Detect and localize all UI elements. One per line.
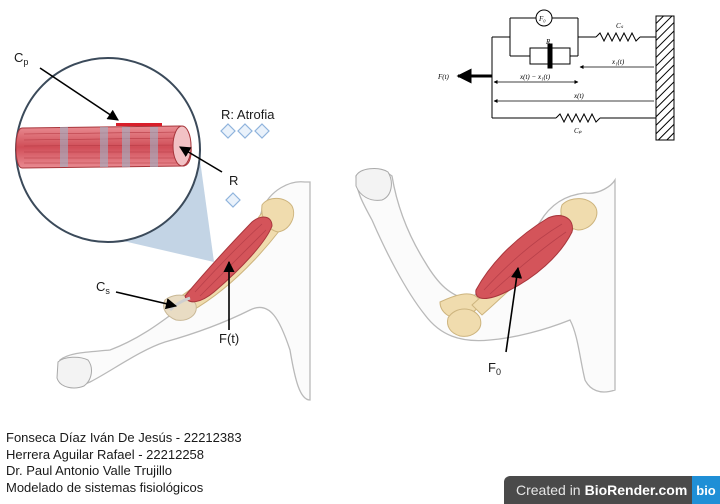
- ft-label: F(t): [219, 331, 239, 346]
- left-hand: [56, 356, 92, 389]
- right-arm: [355, 168, 616, 393]
- right-hand: [355, 168, 392, 201]
- r-label: R: [229, 173, 238, 188]
- left-arm: [56, 181, 311, 401]
- cs-spring: [595, 31, 641, 43]
- fiber-cross-section: [172, 125, 192, 167]
- right-elbow-joint: [447, 308, 482, 337]
- created-in-text: Created in: [516, 482, 581, 498]
- circuit-cs-label: Cₛ: [616, 22, 624, 30]
- circuit-x1-label: x₁(t): [611, 58, 625, 66]
- credit-line: Herrera Aguilar Rafael - 22212258: [6, 446, 205, 462]
- left-biceps: [184, 216, 273, 303]
- wall: [655, 15, 675, 141]
- circuit-cp-label: Cₚ: [574, 127, 582, 135]
- biorender-name: BioRender.com: [584, 482, 688, 498]
- biorender-badge[interactable]: Created in BioRender.com bio: [504, 476, 720, 504]
- cp-label: Cp: [14, 50, 28, 67]
- f0-arrow: [505, 266, 523, 353]
- circuit-x-label: x(t): [573, 92, 584, 100]
- perimysium-highlight: [116, 123, 162, 126]
- r-arrow: [179, 146, 223, 173]
- fiber-bands: [60, 127, 158, 167]
- cs-arrow: [115, 291, 178, 310]
- credit-line: Fonseca Díaz Iván De Jesús - 22212383: [6, 430, 242, 445]
- resistance-diamond: [225, 192, 241, 208]
- right-biceps-striation: [483, 223, 567, 295]
- f0-label: F0: [488, 360, 501, 377]
- credit-line: Modelado de sistemas fisiológicos: [6, 479, 204, 495]
- credit-line: Dr. Paul Antonio Valle Trujillo: [6, 463, 172, 478]
- mechanical-circuit: [491, 9, 675, 141]
- r-atrofia-label: R: Atrofia: [221, 107, 275, 122]
- author-credits: Fonseca Díaz Iván De Jesús - 22212383 He…: [6, 430, 242, 496]
- circuit-ft-label: F(t): [437, 73, 450, 81]
- cp-spring: [555, 112, 601, 124]
- cp-arrow: [39, 67, 119, 121]
- cs-label: Cs: [96, 279, 110, 296]
- right-biceps: [475, 215, 573, 299]
- biorender-logo-icon: bio: [692, 476, 720, 504]
- circuit-r-label: R: [545, 38, 551, 46]
- circuit-f0-label: F₀: [538, 15, 546, 23]
- atrophy-diamonds: [220, 123, 270, 139]
- zoom-circle: [15, 57, 201, 243]
- circuit-diff-label: x(t) − x₁(t): [519, 73, 551, 81]
